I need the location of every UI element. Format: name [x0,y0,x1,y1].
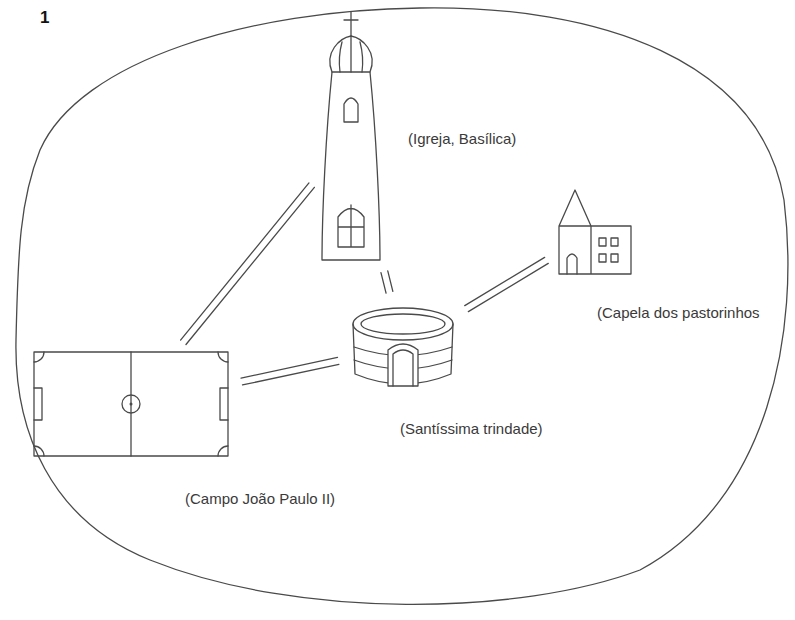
church-building [353,308,453,386]
connector-stroke [468,263,548,311]
connector-stroke [243,364,339,385]
chapel-building [559,190,631,274]
region-outline [16,8,788,605]
map-place: (Santíssima trindade) [348,302,458,392]
place-label: (Santíssima trindade) [400,420,543,438]
map-place: (Capela dos pastorinhos [555,186,635,276]
path-connector [381,271,393,293]
map-place: (Campo João Paulo II) [32,350,232,460]
place-label: (Campo João Paulo II) [185,490,335,508]
basilica-tower [322,12,380,260]
path-connector [181,183,315,345]
place-label: (Capela dos pastorinhos [597,304,760,322]
place-label: (Igreja, Basílica) [408,130,516,148]
path-connector [241,357,339,384]
map-place: (Igreja, Basílica) [318,12,384,262]
football-field [34,352,228,456]
connector-stroke [381,273,386,294]
connector-stroke [186,187,314,344]
connector-stroke [465,257,545,305]
path-connector [465,257,549,311]
connector-stroke [181,183,309,340]
page-number: 1 [40,8,49,28]
connector-stroke [388,271,393,292]
